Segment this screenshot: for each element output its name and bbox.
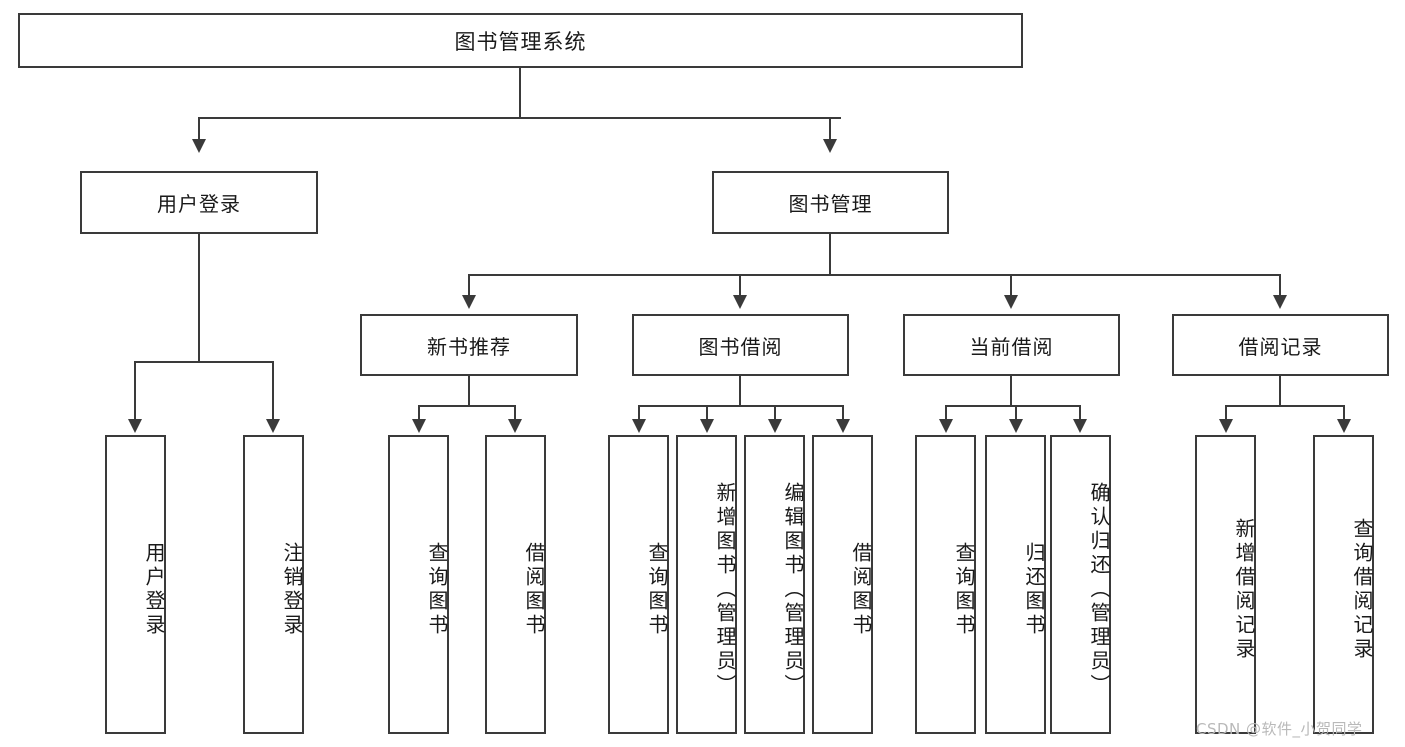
node-label: 新书推荐 bbox=[427, 334, 511, 359]
arrowhead-new-book-recommend-leaf-1 bbox=[412, 419, 426, 433]
connector-current-borrow-branch-3 bbox=[1079, 405, 1081, 421]
node-label: 当前借阅 bbox=[969, 334, 1054, 359]
connector-book-borrow-branch-3 bbox=[774, 405, 776, 421]
node-new-book-recommend[interactable]: 新书推荐 bbox=[360, 314, 578, 376]
connector-book-borrow-branch-1 bbox=[638, 405, 640, 421]
connector-new-book-recommend-branch-1 bbox=[418, 405, 420, 421]
connector-user-login-bus bbox=[134, 361, 274, 363]
arrowhead-user-login-leaf-1 bbox=[128, 419, 142, 433]
node-root-library-system[interactable]: 图书管理系统 bbox=[18, 13, 1023, 68]
node-borrow-record[interactable]: 借阅记录 bbox=[1172, 314, 1389, 376]
arrowhead-root-to-user-login bbox=[192, 139, 206, 153]
connector-user-login-branch-1 bbox=[134, 361, 136, 421]
connector-borrow-record-branch-1 bbox=[1225, 405, 1227, 421]
leaf-return-book[interactable]: 归还图书 bbox=[985, 435, 1046, 734]
node-label: 用户登录 bbox=[157, 192, 241, 216]
node-current-borrow[interactable]: 当前借阅 bbox=[903, 314, 1120, 376]
connector-book-borrow-stem bbox=[739, 376, 741, 406]
leaf-label: 归还图书 bbox=[1022, 541, 1046, 638]
leaf-confirm-return-admin[interactable]: 确认归还（管理员） bbox=[1050, 435, 1111, 734]
arrowhead-to-borrow-record bbox=[1273, 295, 1287, 309]
leaf-label: 借阅图书 bbox=[522, 541, 546, 638]
connector-book-borrow-branch-2 bbox=[706, 405, 708, 421]
arrowhead-to-current-borrow bbox=[1004, 295, 1018, 309]
arrowhead-current-borrow-leaf-1 bbox=[939, 419, 953, 433]
arrowhead-book-borrow-leaf-3 bbox=[768, 419, 782, 433]
connector-current-borrow-branch-2 bbox=[1015, 405, 1017, 421]
connector-book-management-branch-1 bbox=[468, 274, 470, 296]
arrowhead-book-borrow-leaf-1 bbox=[632, 419, 646, 433]
leaf-label: 查询借阅记录 bbox=[1350, 517, 1374, 662]
arrowhead-to-new-book-recommend bbox=[462, 295, 476, 309]
connector-borrow-record-stem bbox=[1279, 376, 1281, 406]
leaf-query-book-borrow[interactable]: 查询图书 bbox=[608, 435, 669, 734]
connector-new-book-recommend-bus bbox=[418, 405, 516, 407]
leaf-label: 新增图书（管理员） bbox=[713, 481, 737, 698]
connector-book-management-stem bbox=[829, 234, 831, 275]
connector-root-to-user-login bbox=[198, 117, 200, 141]
connector-root-to-book-manage bbox=[829, 117, 831, 141]
connector-book-management-branch-3 bbox=[1010, 274, 1012, 296]
leaf-borrow-book-recommend[interactable]: 借阅图书 bbox=[485, 435, 546, 734]
connector-current-borrow-stem bbox=[1010, 376, 1012, 406]
arrowhead-book-borrow-leaf-4 bbox=[836, 419, 850, 433]
leaf-label: 借阅图书 bbox=[849, 541, 873, 638]
connector-borrow-record-bus bbox=[1225, 405, 1345, 407]
leaf-label: 查询图书 bbox=[645, 541, 669, 638]
connector-current-borrow-bus bbox=[945, 405, 1081, 407]
leaf-label: 注销登录 bbox=[280, 541, 304, 638]
node-label: 图书借阅 bbox=[698, 334, 783, 359]
connector-new-book-recommend-stem bbox=[468, 376, 470, 406]
connector-book-management-branch-2 bbox=[739, 274, 741, 296]
connector-user-login-stem bbox=[198, 234, 200, 362]
leaf-label: 新增借阅记录 bbox=[1232, 517, 1256, 662]
leaf-add-book-admin[interactable]: 新增图书（管理员） bbox=[676, 435, 737, 734]
leaf-query-borrow-record[interactable]: 查询借阅记录 bbox=[1313, 435, 1374, 734]
arrowhead-book-borrow-leaf-2 bbox=[700, 419, 714, 433]
leaf-edit-book-admin[interactable]: 编辑图书（管理员） bbox=[744, 435, 805, 734]
arrowhead-current-borrow-leaf-3 bbox=[1073, 419, 1087, 433]
leaf-query-book-current[interactable]: 查询图书 bbox=[915, 435, 976, 734]
leaf-borrow-book[interactable]: 借阅图书 bbox=[812, 435, 873, 734]
arrowhead-borrow-record-leaf-2 bbox=[1337, 419, 1351, 433]
connector-new-book-recommend-branch-2 bbox=[514, 405, 516, 421]
leaf-logout[interactable]: 注销登录 bbox=[243, 435, 304, 734]
connector-book-management-branch-4 bbox=[1279, 274, 1281, 296]
node-label: 图书管理 bbox=[788, 192, 873, 216]
leaf-label: 确认归还（管理员） bbox=[1087, 481, 1111, 698]
connector-user-login-branch-2 bbox=[272, 361, 274, 421]
leaf-label: 查询图书 bbox=[952, 541, 976, 638]
connector-current-borrow-branch-1 bbox=[945, 405, 947, 421]
node-label: 图书管理系统 bbox=[454, 29, 587, 54]
connector-book-borrow-branch-4 bbox=[842, 405, 844, 421]
node-user-login[interactable]: 用户登录 bbox=[80, 171, 318, 234]
connector-root-stem bbox=[519, 68, 521, 118]
arrowhead-to-book-borrow bbox=[733, 295, 747, 309]
connector-borrow-record-branch-2 bbox=[1343, 405, 1345, 421]
arrowhead-current-borrow-leaf-2 bbox=[1009, 419, 1023, 433]
leaf-query-book-recommend[interactable]: 查询图书 bbox=[388, 435, 449, 734]
arrowhead-user-login-leaf-2 bbox=[266, 419, 280, 433]
arrowhead-borrow-record-leaf-1 bbox=[1219, 419, 1233, 433]
leaf-add-borrow-record[interactable]: 新增借阅记录 bbox=[1195, 435, 1256, 734]
leaf-label: 编辑图书（管理员） bbox=[781, 481, 805, 698]
connector-book-borrow-bus bbox=[638, 405, 844, 407]
leaf-user-login[interactable]: 用户登录 bbox=[105, 435, 166, 734]
leaf-label: 用户登录 bbox=[142, 541, 166, 638]
node-label: 借阅记录 bbox=[1238, 334, 1323, 359]
arrowhead-root-to-book-manage bbox=[823, 139, 837, 153]
node-book-borrow[interactable]: 图书借阅 bbox=[632, 314, 849, 376]
connector-book-management-bus bbox=[468, 274, 1280, 276]
node-book-management[interactable]: 图书管理 bbox=[712, 171, 949, 234]
arrowhead-new-book-recommend-leaf-2 bbox=[508, 419, 522, 433]
leaf-label: 查询图书 bbox=[425, 541, 449, 638]
connector-root-bus bbox=[198, 117, 841, 119]
